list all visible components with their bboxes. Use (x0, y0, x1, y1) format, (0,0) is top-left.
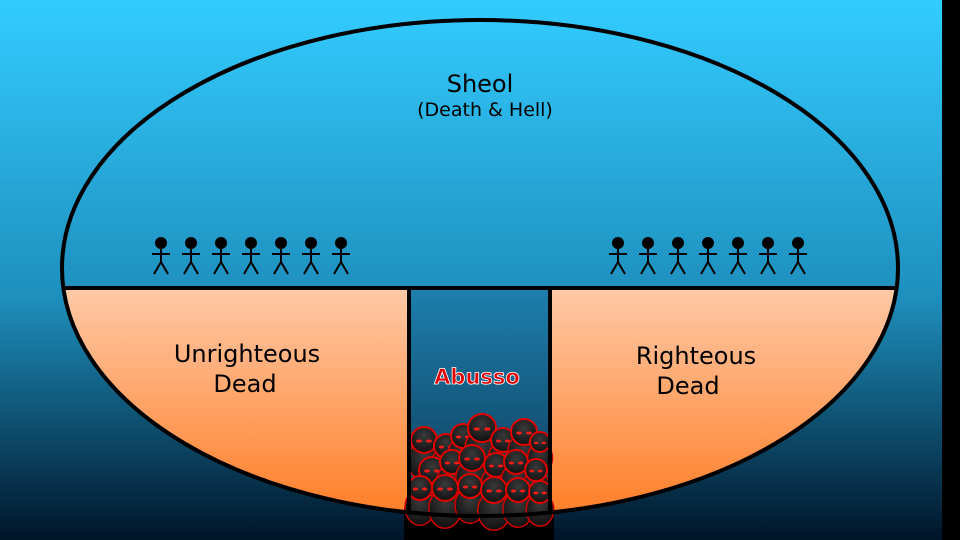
demon-eye (541, 491, 547, 495)
demon-head (410, 426, 438, 454)
demon-eye (474, 457, 480, 461)
demon-eye (488, 464, 495, 468)
demon-eye (529, 469, 535, 473)
demon-eye (534, 441, 539, 445)
demon-eye (473, 427, 480, 431)
unrighteous-label-line2: Dead (213, 370, 276, 398)
demon-eye (437, 487, 443, 491)
demon-head (524, 458, 548, 482)
righteous-label-line1: Righteous (636, 342, 756, 370)
demon-eye (426, 439, 432, 443)
demon-head (467, 413, 497, 443)
stick-figure (302, 237, 320, 275)
demon-eye (484, 427, 491, 431)
demon-eye (438, 445, 445, 449)
stick-figure (182, 237, 200, 275)
left-figure-row (152, 237, 350, 275)
sheol-subtitle: (Death & Hell) (417, 99, 553, 121)
stick-figure (729, 237, 747, 275)
abusso-label: Abusso (434, 365, 520, 389)
stick-figure (789, 237, 807, 275)
sheol-title: Sheol (447, 70, 514, 98)
demon-eye (496, 489, 502, 493)
stick-figure (332, 237, 350, 275)
stick-figure (609, 237, 627, 275)
demon-head (528, 480, 552, 504)
stick-figure (699, 237, 717, 275)
demon-eye (495, 439, 502, 443)
demon-eye (519, 489, 526, 493)
demon-eye (444, 461, 451, 465)
demon-eye (508, 461, 515, 465)
demon-head (505, 477, 531, 503)
demon-eye (462, 485, 469, 489)
demon-head (457, 473, 483, 499)
demon-eye (516, 431, 522, 435)
demon-eye (412, 487, 419, 491)
demon-eye (497, 464, 504, 468)
demon-head (407, 475, 433, 501)
demon-eye (424, 469, 430, 473)
right-figure-row (609, 237, 807, 275)
demon-eye (453, 461, 460, 465)
demon-eye (533, 491, 539, 495)
demon-head (458, 444, 486, 472)
demon-head (480, 476, 508, 504)
demon-eye (537, 469, 543, 473)
demon-head (529, 431, 551, 453)
demon-eye (416, 439, 422, 443)
demon-eye (464, 457, 470, 461)
demon-eye (486, 489, 492, 493)
demon-head (431, 474, 459, 502)
demon-eye (447, 487, 453, 491)
stick-figure (212, 237, 230, 275)
righteous-label-line2: Dead (656, 372, 719, 400)
demon-eye (455, 435, 462, 439)
stick-figure (669, 237, 687, 275)
stick-figure (242, 237, 260, 275)
unrighteous-label-line1: Unrighteous (174, 340, 320, 368)
demon-eye (526, 431, 532, 435)
demon-eye (471, 485, 478, 489)
demon-eye (421, 487, 428, 491)
stick-figure (759, 237, 777, 275)
stick-figure (639, 237, 657, 275)
demon-eye (517, 461, 524, 465)
demon-eye (510, 489, 517, 493)
stick-figure (152, 237, 170, 275)
demon-eye (541, 441, 546, 445)
sheol-ellipse (60, 18, 900, 518)
stick-figure (272, 237, 290, 275)
demon-eye (504, 439, 511, 443)
